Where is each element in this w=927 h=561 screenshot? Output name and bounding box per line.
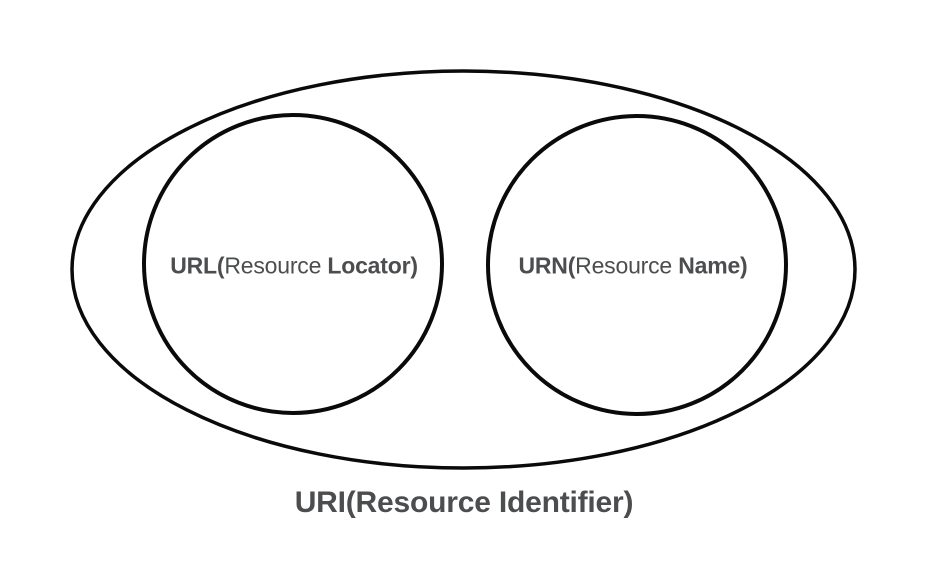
urn-label-bold-close: Name): [678, 252, 748, 279]
uri-caption: URI(Resource Identifier): [294, 486, 634, 519]
urn-label-regular: Resource: [575, 252, 679, 279]
urn-set-label: URN(Resource Name): [518, 253, 747, 280]
url-label-bold-close: Locator): [327, 252, 418, 279]
url-label-regular: Resource: [224, 252, 328, 279]
urn-label-bold-open: URN(: [518, 252, 576, 279]
uri-outer-ellipse: [70, 69, 857, 470]
url-circle: [142, 113, 444, 415]
url-set-label: URL(Resource Locator): [170, 253, 418, 280]
urn-circle: [486, 114, 788, 416]
url-label-bold-open: URL(: [170, 252, 225, 279]
